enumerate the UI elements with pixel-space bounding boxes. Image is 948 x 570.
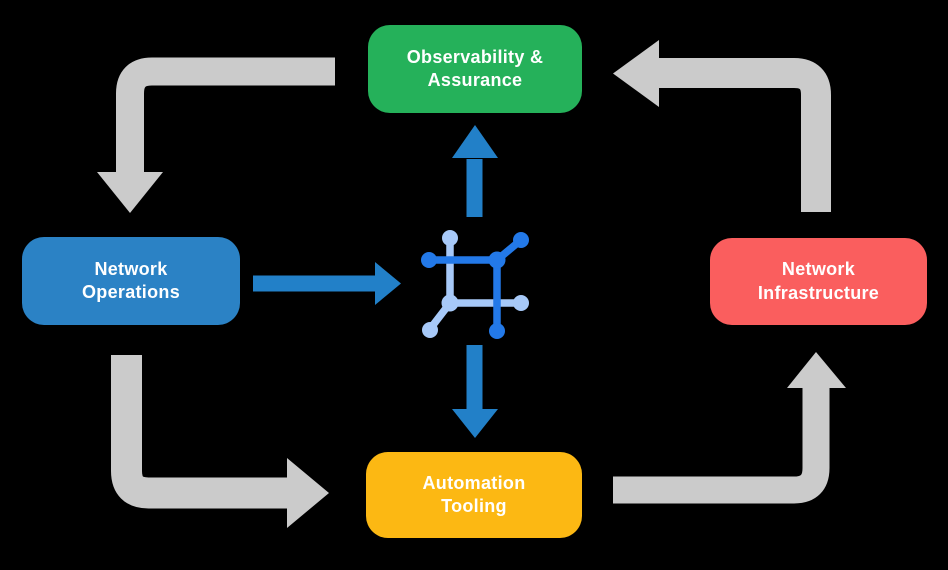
node-network-infrastructure: Network Infrastructure bbox=[710, 238, 927, 325]
network-mesh-icon bbox=[421, 230, 529, 339]
node-observability-label: Observability & Assurance bbox=[406, 46, 544, 90]
node-automation-label: Automation Tooling bbox=[422, 472, 526, 516]
node-network-operations: Network Operations bbox=[22, 237, 240, 325]
arrow-infrastructure-to-observability bbox=[613, 40, 831, 212]
arrow-shaft bbox=[659, 58, 831, 212]
arrow-observability-to-operations bbox=[97, 57, 335, 213]
arrow-head-right-icon bbox=[375, 262, 401, 305]
mesh-light-nodes bbox=[422, 230, 529, 338]
node-automation-tooling: Automation Tooling bbox=[366, 452, 582, 538]
arrow-operations-to-center bbox=[253, 262, 401, 305]
arrow-head-up-icon bbox=[787, 352, 846, 388]
mesh-dark-nodes bbox=[421, 232, 529, 339]
arrow-shaft bbox=[116, 57, 335, 174]
arrow-head-up-icon bbox=[452, 125, 498, 158]
arrow-head-down-icon bbox=[97, 172, 163, 213]
arrow-head-down-icon bbox=[452, 409, 498, 438]
arrow-shaft bbox=[111, 355, 288, 509]
node-observability-assurance: Observability & Assurance bbox=[368, 25, 582, 113]
arrow-operations-to-automation bbox=[111, 355, 329, 528]
arrow-center-to-automation bbox=[452, 345, 498, 438]
arrow-head-left-icon bbox=[613, 40, 659, 107]
node-infrastructure-label: Network Infrastructure bbox=[757, 259, 880, 303]
arrow-automation-to-infrastructure bbox=[613, 352, 846, 504]
arrow-shaft bbox=[613, 388, 830, 504]
arrow-center-to-observability bbox=[452, 125, 498, 217]
arrow-head-right-icon bbox=[287, 458, 329, 528]
node-operations-label: Network Operations bbox=[81, 258, 181, 302]
